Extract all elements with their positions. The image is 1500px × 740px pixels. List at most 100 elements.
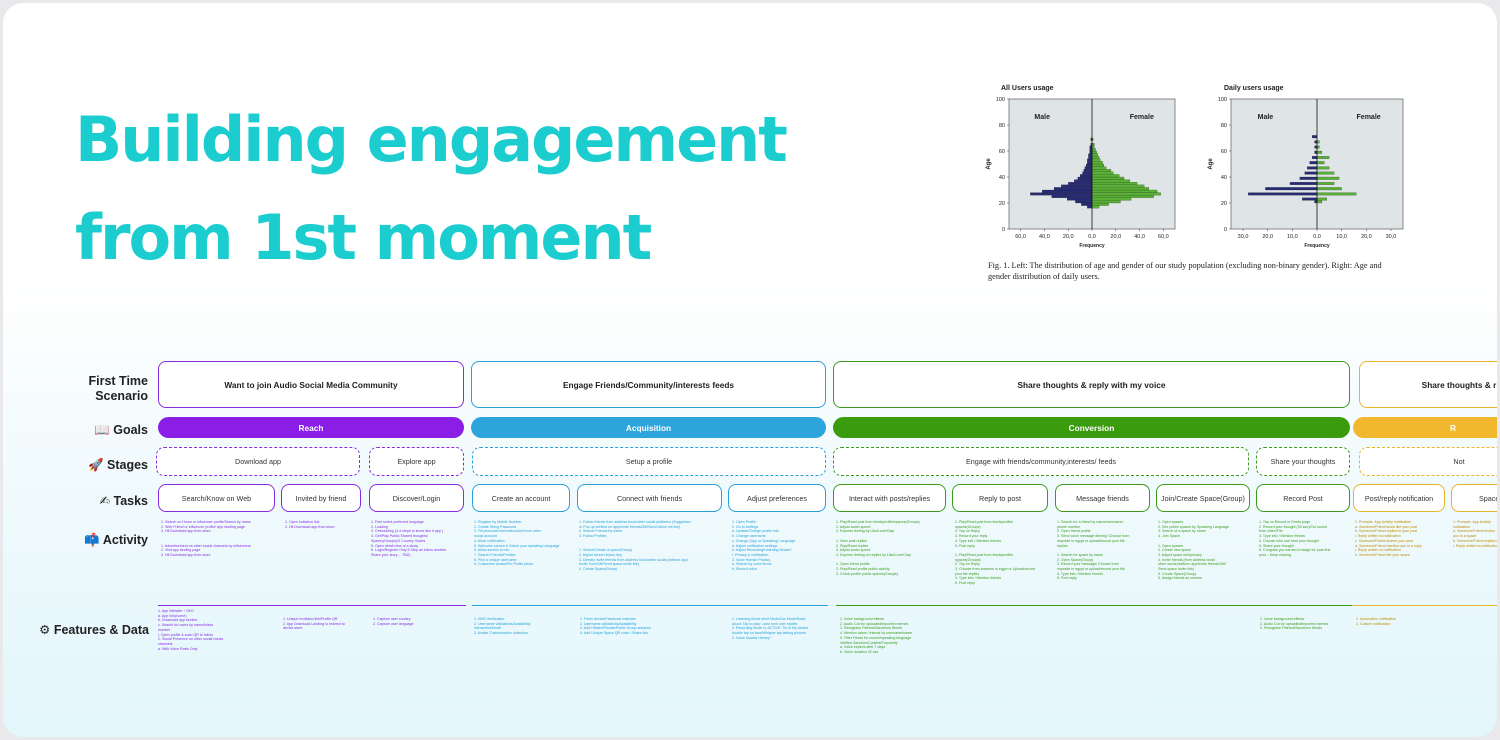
y-tick-label: 0 — [1224, 227, 1227, 233]
male-bar — [1088, 156, 1093, 159]
activity-invited: 1. Open invitation link 2. Hit Download … — [285, 520, 336, 529]
x-tick-label: 60,0 — [1158, 234, 1169, 240]
activity-post-notification: 1. Prompts- App Activity notification a.… — [1355, 520, 1422, 557]
male-bar — [1289, 182, 1318, 185]
y-tick-label: 80 — [999, 123, 1005, 129]
row-label-tasks: ✍ Tasks — [99, 494, 148, 508]
y-tick-label: 60 — [1221, 149, 1227, 155]
activity-search-web: 1. Search on Home or influencer profile/… — [161, 520, 251, 557]
features-adjust-preferences: 1. Listening Mode shelf Mode/Car Mode/Re… — [728, 605, 828, 675]
task-adjust-preferences[interactable]: Adjust preferences — [728, 484, 826, 512]
female-label: Female — [1357, 114, 1381, 121]
stage-download-app[interactable]: Download app — [156, 447, 360, 476]
scenario-join[interactable]: Want to join Audio Social Media Communit… — [158, 361, 464, 408]
features-connect-friends: 1. Fetch device/Facebook matches 2. User… — [576, 605, 728, 675]
x-tick-label: 60,0 — [1015, 234, 1026, 240]
writing-hand-icon: ✍ — [99, 494, 110, 508]
female-bar — [1091, 202, 1109, 206]
task-reply-post[interactable]: Reply to post — [952, 484, 1048, 512]
task-invited-by-friend[interactable]: Invited by friend — [281, 484, 361, 512]
male-bar — [1082, 171, 1093, 175]
scenario-engage[interactable]: Engage Friends/Community/interests feeds — [471, 361, 826, 408]
female-bar — [1091, 195, 1154, 198]
stage-explore-app[interactable]: Explore app — [369, 447, 464, 476]
row-label-activity: 📫 Activity — [84, 533, 148, 547]
male-bar — [1088, 153, 1093, 157]
task-create-account[interactable]: Create an account — [472, 484, 570, 512]
features-invited: 1. Unique invitation link/Profile QR 2. … — [279, 605, 369, 675]
task-join-space[interactable]: Join/Create Space(Group) — [1156, 484, 1250, 512]
male-bar — [1311, 156, 1318, 159]
female-bar — [1316, 156, 1330, 159]
activity-connect-friends: 1. Follow friends from address book/othe… — [579, 520, 691, 572]
male-bar — [1302, 197, 1318, 201]
female-bar — [1091, 153, 1099, 157]
task-discover-login[interactable]: Discover/Login — [369, 484, 464, 512]
male-bar — [1248, 192, 1318, 196]
female-bar — [1091, 156, 1100, 159]
female-bar — [1091, 200, 1121, 204]
x-tick-label: 20,0 — [1361, 234, 1372, 240]
features-create-account: 1. SMS Verification 2. Username validati… — [472, 605, 576, 675]
activity-create-account: 1. Register by Mobile Number 2. Create S… — [474, 520, 560, 567]
male-bar — [1066, 197, 1093, 201]
male-bar — [1299, 176, 1318, 180]
y-tick-label: 0 — [1002, 227, 1005, 233]
task-record-post[interactable]: Record Post — [1256, 484, 1350, 512]
activity-message: 1. Search for a friend by name/username/… — [1057, 520, 1130, 581]
goal-reach[interactable]: Reach — [158, 417, 464, 438]
female-bar — [1091, 182, 1138, 185]
stage-engage[interactable]: Engage with friends/community,interests/… — [833, 447, 1249, 476]
x-tick-label: 20,0 — [1063, 234, 1074, 240]
figure-caption: Fig. 1. Left: The distribution of age an… — [988, 261, 1382, 281]
female-bar — [1091, 148, 1096, 152]
task-message-friends[interactable]: Message friends — [1055, 484, 1150, 512]
stage-share-thoughts[interactable]: Share your thoughts — [1256, 447, 1350, 476]
goal-retention[interactable]: R — [1353, 417, 1497, 438]
female-label: Female — [1130, 114, 1154, 121]
task-interact-posts[interactable]: Interact with posts/replies — [833, 484, 946, 512]
female-bar — [1316, 182, 1335, 185]
task-connect-friends[interactable]: Connect with friends — [577, 484, 722, 512]
female-bar — [1316, 166, 1330, 170]
task-search-web[interactable]: Search/Know on Web — [158, 484, 275, 512]
female-bar — [1091, 184, 1145, 188]
goal-conversion[interactable]: Conversion — [833, 417, 1350, 438]
row-label-features: ⚙ Features & Data — [39, 623, 149, 637]
male-bar — [1042, 189, 1093, 193]
title-line-2: from 1st moment — [75, 201, 652, 274]
stage-notify[interactable]: Not — [1359, 447, 1497, 476]
gear-icon: ⚙ — [39, 623, 51, 637]
x-tick-label: 30,0 — [1386, 234, 1397, 240]
male-bar — [1083, 169, 1093, 172]
female-bar — [1091, 187, 1150, 191]
scenario-share-2[interactable]: Share thoughts & r — [1359, 361, 1497, 408]
stage-setup-profile[interactable]: Setup a profile — [472, 447, 826, 476]
task-post-notification[interactable]: Post/reply notification — [1353, 484, 1445, 512]
female-bar — [1316, 176, 1340, 180]
row-label-scenario: First Time Scenario — [88, 374, 148, 403]
task-space-invite[interactable]: Space i — [1451, 484, 1497, 512]
features-notifications: 1. Automation notification 2. Custom not… — [1352, 605, 1497, 675]
y-tick-label: 40 — [999, 175, 1005, 181]
scenario-share[interactable]: Share thoughts & reply with my voice — [833, 361, 1350, 408]
goal-acquisition[interactable]: Acquisition — [471, 417, 826, 438]
male-bar — [1087, 161, 1093, 165]
activity-discover: 1. First select preferred language 2. Lo… — [371, 520, 447, 557]
male-bar — [1075, 200, 1093, 204]
female-bar — [1091, 197, 1132, 201]
female-bar — [1091, 171, 1114, 175]
mailbox-icon: 📫 — [84, 533, 100, 547]
y-axis-label: Age — [1208, 158, 1214, 170]
male-label: Male — [1258, 114, 1274, 121]
female-bar — [1091, 150, 1097, 154]
male-bar — [1051, 195, 1093, 198]
male-bar — [1068, 182, 1093, 185]
y-tick-label: 100 — [996, 97, 1005, 103]
chart-1-title: All Users usage — [1001, 85, 1054, 92]
male-bar — [1077, 176, 1093, 180]
x-tick-label: 10,0 — [1336, 234, 1347, 240]
row-label-goals: 📖 Goals — [94, 423, 148, 437]
